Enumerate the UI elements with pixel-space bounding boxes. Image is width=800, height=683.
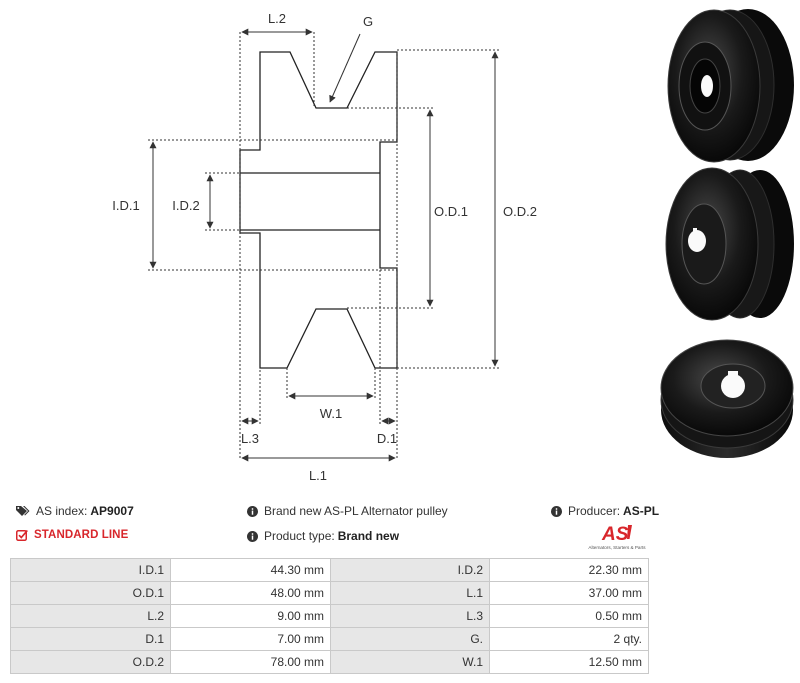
label-w1: W.1 (320, 406, 342, 421)
spec-value: 78.00 mm (170, 650, 331, 674)
check-square-icon (16, 529, 28, 541)
as-index-value: AP9007 (90, 504, 134, 518)
label-l3: L.3 (241, 431, 259, 446)
spec-key: L.3 (330, 604, 490, 628)
table-row: L.2 9.00 mm L.3 0.50 mm (10, 604, 649, 628)
logo-tagline: Alternators, Starters & Parts (588, 545, 646, 550)
spec-value: 2 qty. (489, 627, 649, 651)
spec-value: 44.30 mm (170, 558, 331, 582)
info-icon (247, 530, 258, 542)
label-l1: L.1 (309, 468, 327, 483)
dimension-arrows (149, 28, 499, 462)
pulley-photo-front (660, 339, 794, 458)
product-type-value: Brand new (337, 529, 400, 543)
producer-label: Producer: (568, 504, 621, 518)
label-id2: I.D.2 (172, 198, 199, 213)
spec-value: 9.00 mm (170, 604, 331, 628)
spec-key: W.1 (330, 650, 490, 674)
spec-value: 48.00 mm (170, 581, 331, 605)
pulley-profile (239, 51, 398, 369)
logo-mark: AS (601, 524, 629, 545)
label-id1: I.D.1 (112, 198, 139, 213)
as-index: AS index: AP9007 (16, 504, 134, 518)
standard-line: STANDARD LINE (16, 529, 128, 541)
label-g: G (363, 14, 373, 29)
spec-key: G. (330, 627, 490, 651)
as-pl-logo: AS Alternators, Starters & Parts (586, 521, 648, 553)
spec-value: 7.00 mm (170, 627, 331, 651)
label-d1: D.1 (377, 431, 397, 446)
label-od2: O.D.2 (503, 204, 537, 219)
spec-key: L.2 (10, 604, 171, 628)
spec-key: O.D.2 (10, 650, 171, 674)
description-text: Brand new AS-PL Alternator pulley (264, 504, 448, 518)
info-icon (551, 505, 562, 517)
tags-icon (16, 505, 30, 517)
label-l2: L.2 (268, 11, 286, 26)
label-od1: O.D.1 (434, 204, 468, 219)
producer: Producer: AS-PL (551, 504, 659, 518)
extension-lines (148, 32, 500, 460)
pulley-diagram: L.2 G I.D.1 I.D.2 O.D.1 O.D.2 W.1 L.3 D.… (112, 9, 794, 483)
product-type-label: Product type: (264, 529, 335, 543)
info-row-1: AS index: AP9007 Brand new AS-PL Alterna… (0, 504, 800, 524)
info-icon (247, 505, 258, 517)
pulley-photo-side (665, 167, 794, 321)
spec-value: 37.00 mm (489, 581, 649, 605)
table-row: I.D.1 44.30 mm I.D.2 22.30 mm (10, 558, 649, 582)
product-type: Product type: Brand new (247, 529, 399, 543)
description: Brand new AS-PL Alternator pulley (247, 504, 448, 518)
table-row: D.1 7.00 mm G. 2 qty. (10, 627, 649, 651)
table-row: O.D.1 48.00 mm L.1 37.00 mm (10, 581, 649, 605)
producer-value: AS-PL (623, 504, 660, 518)
spec-value: 0.50 mm (489, 604, 649, 628)
info-row-2: STANDARD LINE Product type: Brand new (0, 529, 800, 549)
spec-key: O.D.1 (10, 581, 171, 605)
spec-key: D.1 (10, 627, 171, 651)
spec-key: L.1 (330, 581, 490, 605)
specs-table: I.D.1 44.30 mm I.D.2 22.30 mm O.D.1 48.0… (10, 558, 649, 674)
spec-value: 22.30 mm (489, 558, 649, 582)
spec-key: I.D.2 (330, 558, 490, 582)
spec-value: 12.50 mm (489, 650, 649, 674)
standard-line-label: STANDARD LINE (34, 529, 129, 541)
spec-key: I.D.1 (10, 558, 171, 582)
as-index-label: AS index: (36, 504, 88, 518)
table-row: O.D.2 78.00 mm W.1 12.50 mm (10, 650, 649, 674)
pulley-photo-angled (667, 9, 794, 163)
